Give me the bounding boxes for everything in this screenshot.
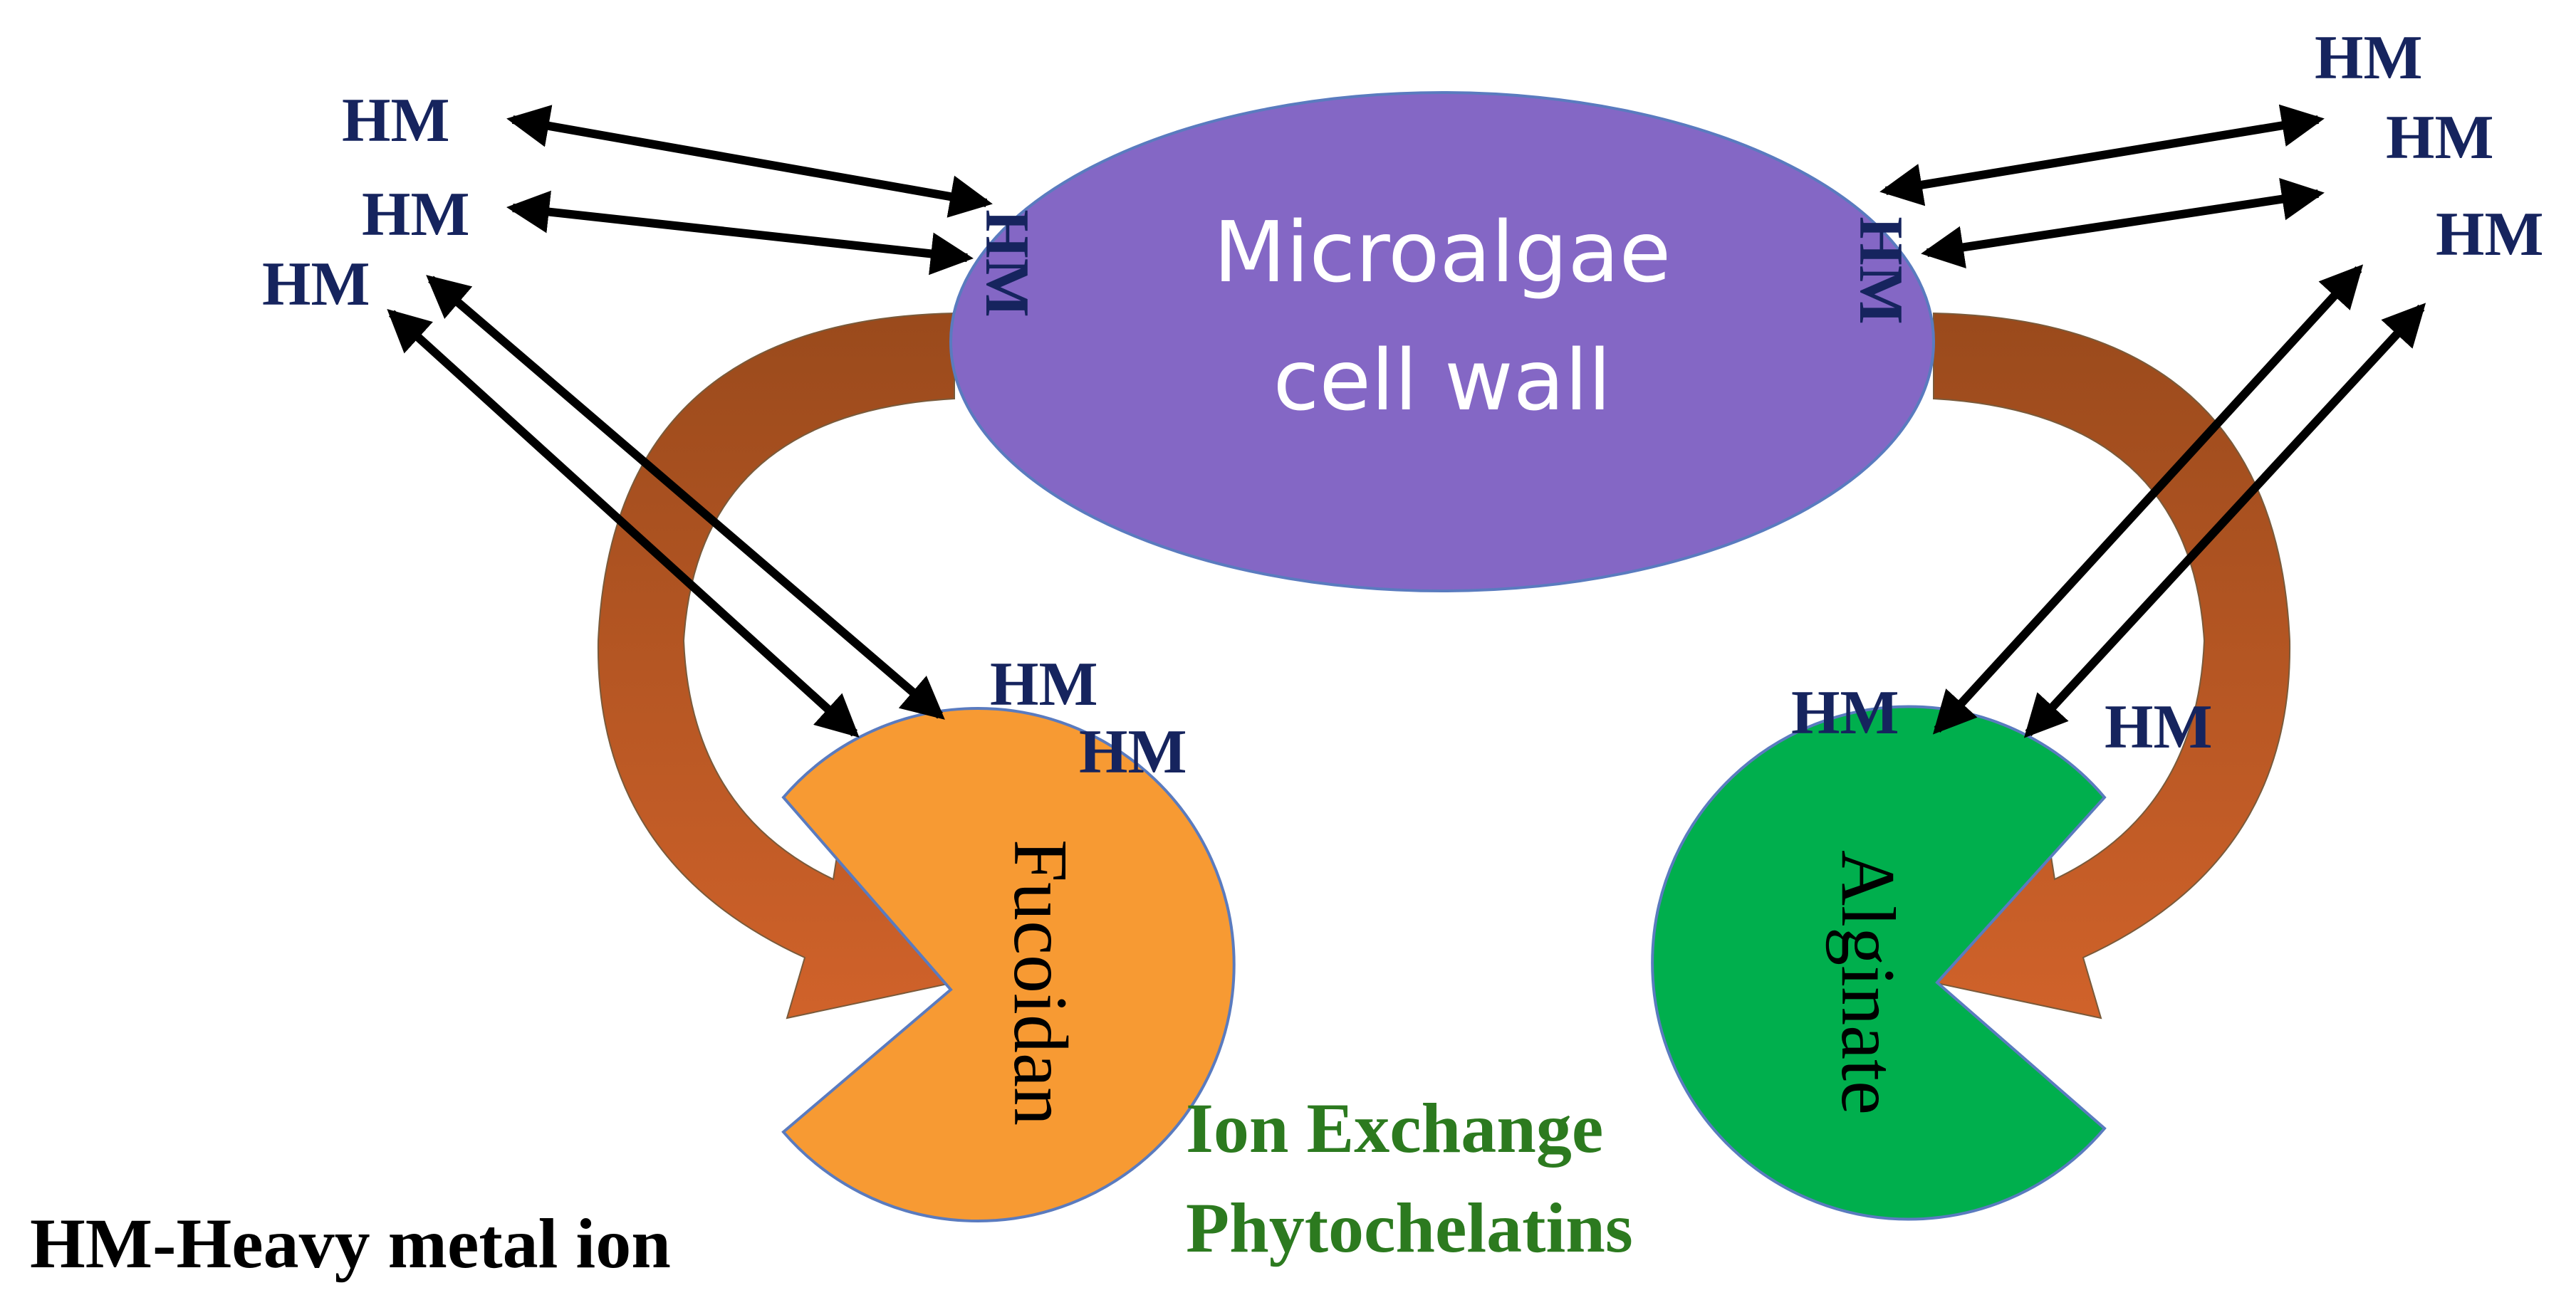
hm-label-top-right-1: HM: [2315, 23, 2423, 93]
hm-label-alginate-1: HM: [1791, 678, 1899, 748]
hm-label-top-left-2: HM: [362, 180, 470, 249]
cell-wall-label-line1: Microalgae: [1214, 203, 1672, 301]
alginate-label: Alginate: [1825, 850, 1910, 1115]
bound-hm-left: HM: [972, 209, 1041, 318]
cell-wall-label-line2: cell wall: [1273, 331, 1612, 429]
fucoidan-label: Fucoidan: [998, 839, 1083, 1126]
arrow-hm-to-alginate-inner: [2023, 303, 2426, 738]
hm-label-top-right-2: HM: [2386, 103, 2494, 172]
hm-labels: HM HM HM HM HM HM HM HM HM HM: [262, 23, 2544, 787]
fucoidan-shape: [781, 707, 1236, 1222]
arrow-hm-to-wall-top-left: [506, 105, 993, 218]
legend-text: HM-Heavy metal ion: [30, 1204, 671, 1283]
hm-label-top-left-3: HM: [262, 250, 370, 319]
mechanism-ion-exchange: Ion Exchange: [1186, 1089, 1603, 1168]
hm-label-alginate-2: HM: [2105, 693, 2213, 762]
bound-hm-right: HM: [1846, 216, 1915, 325]
arrow-hm-to-wall-mid-left: [506, 190, 974, 276]
hm-label-top-left-1: HM: [342, 86, 450, 155]
hm-label-fucoidan-1: HM: [990, 650, 1098, 719]
mechanism-phytochelatins: Phytochelatins: [1186, 1188, 1633, 1267]
arrow-hm-to-wall-mid-right: [1921, 177, 2325, 269]
arrow-hm-to-wall-top-right: [1879, 104, 2325, 206]
arrow-hm-to-fucoidan-inner: [426, 275, 945, 720]
hm-label-fucoidan-2: HM: [1079, 718, 1187, 787]
exchange-arrows: [387, 104, 2426, 738]
hm-label-top-right-3: HM: [2436, 200, 2544, 269]
